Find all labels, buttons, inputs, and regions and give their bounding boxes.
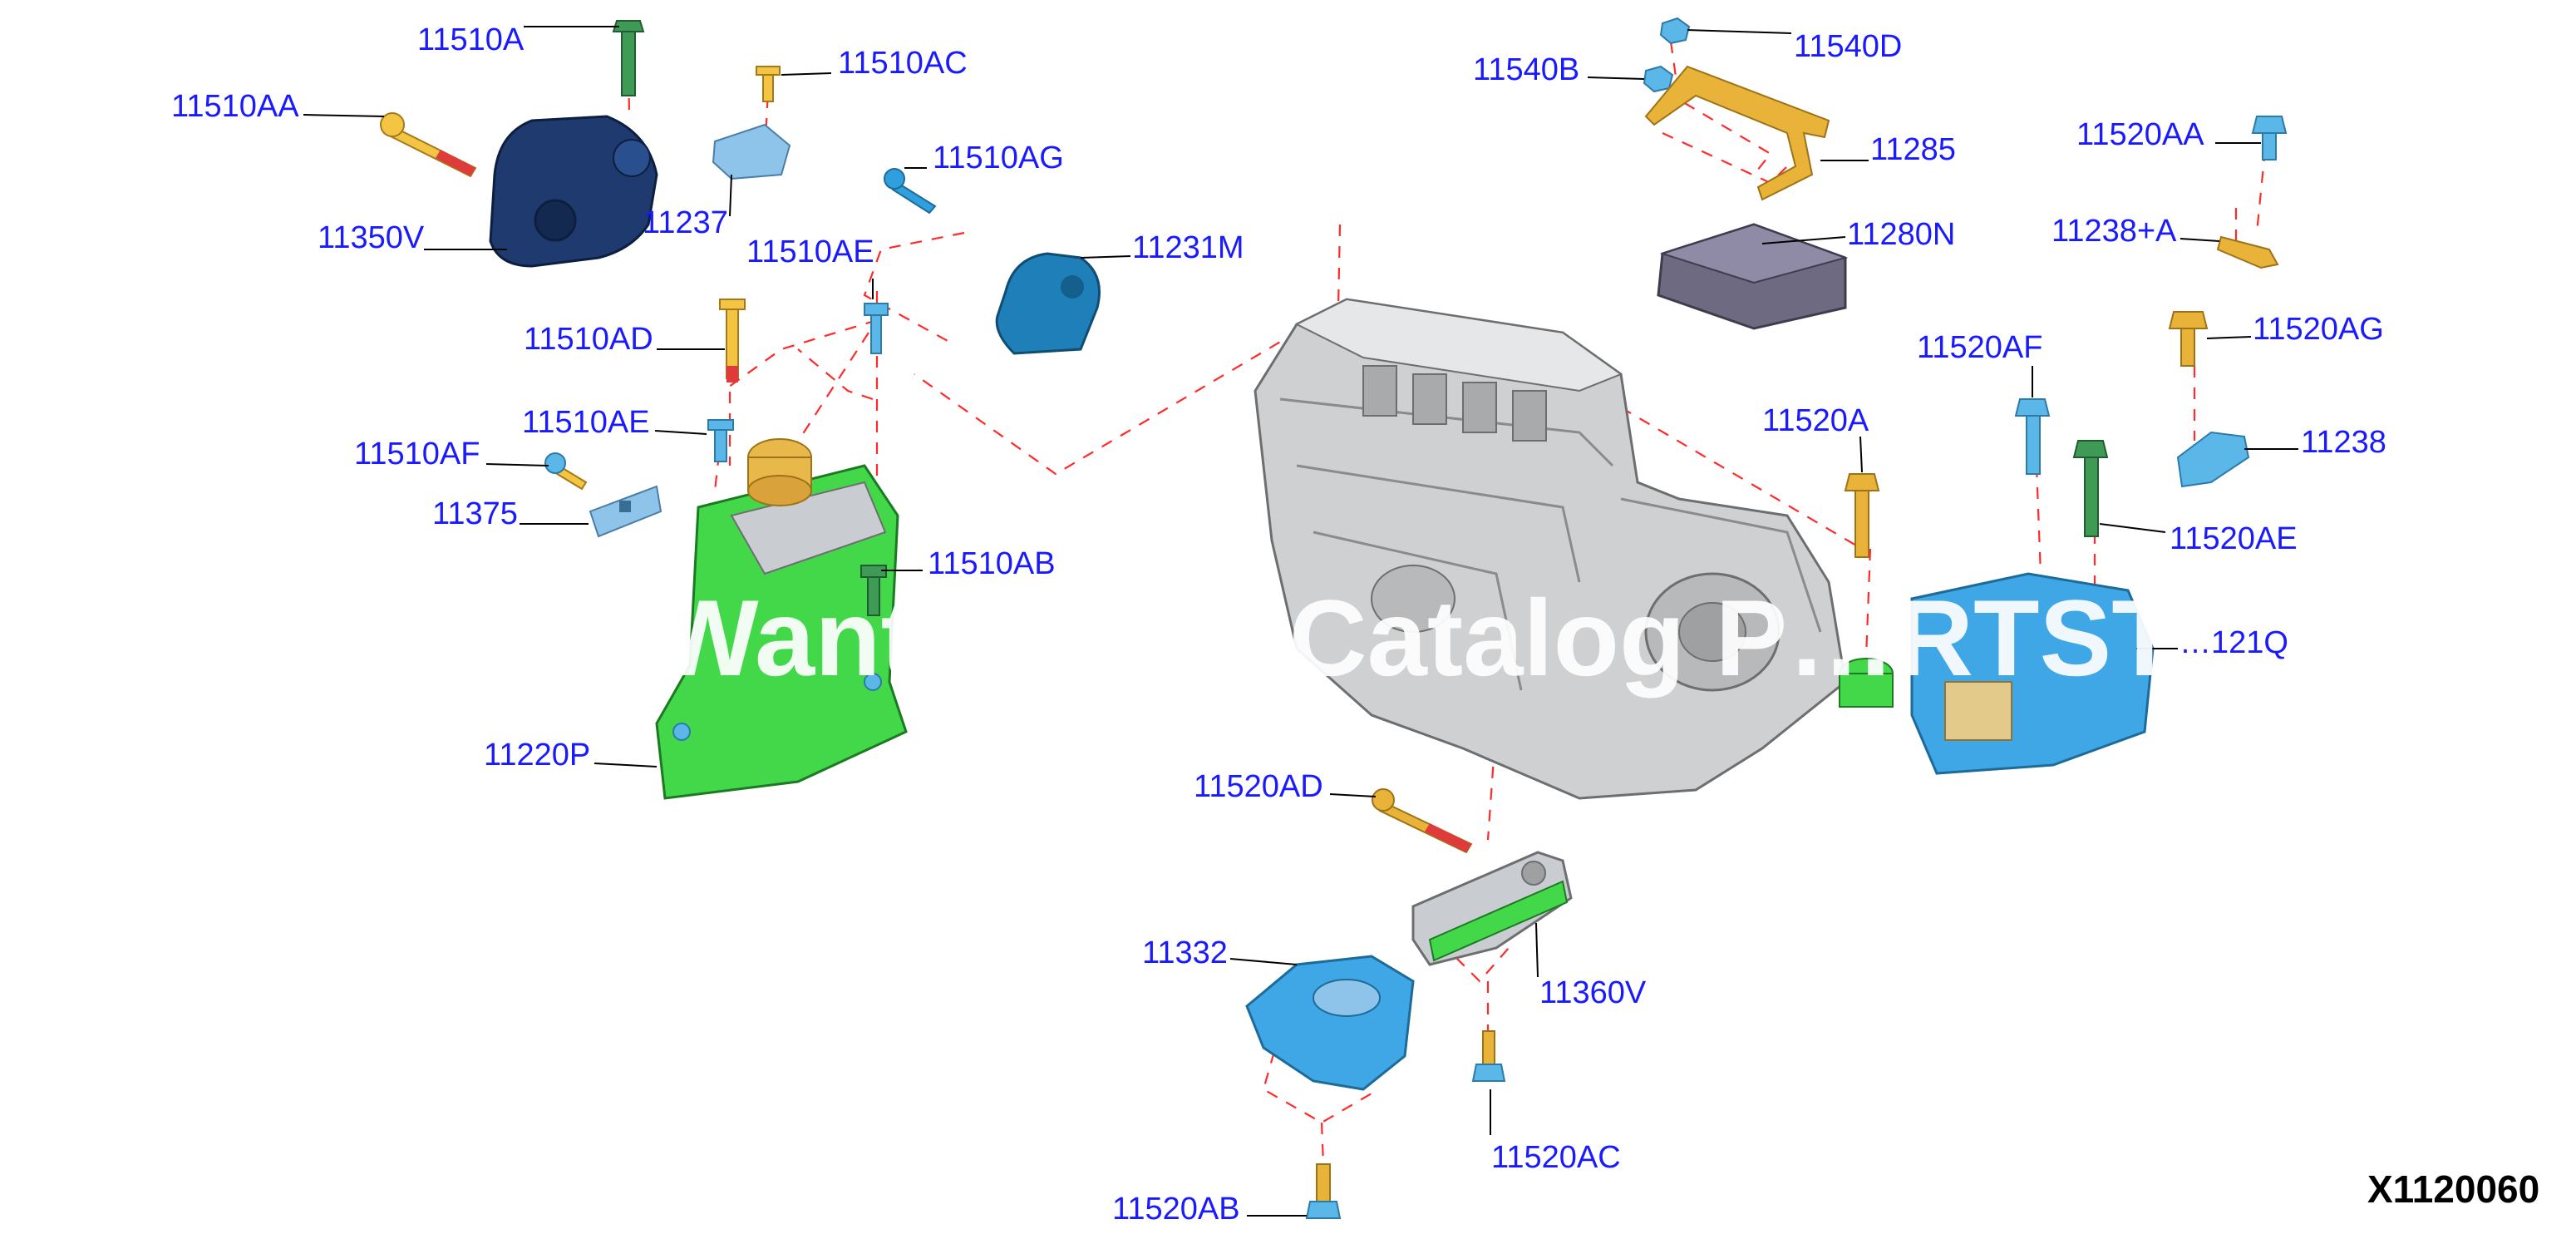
bracket-11237-drawing: [712, 123, 791, 180]
mount-11121Q-drawing: [1839, 572, 2155, 775]
bolt-11510AD-drawing: [719, 299, 746, 383]
callout-11510AG[interactable]: 11510AG: [933, 141, 1064, 175]
bolt-11520AC-drawing: [1471, 1030, 1506, 1082]
callout-11510AA[interactable]: 11510AA: [171, 89, 299, 124]
callout-11520AD[interactable]: 11520AD: [1194, 769, 1323, 804]
callout-11510AE-top[interactable]: 11510AE: [746, 234, 874, 269]
callout-11510AB[interactable]: 11510AB: [928, 546, 1056, 581]
callout-11350V[interactable]: 11350V: [318, 220, 425, 255]
callout-11121Q[interactable]: …121Q: [2180, 625, 2288, 660]
callout-11238[interactable]: 11238: [2301, 425, 2386, 460]
bolt-11520AE-drawing: [2072, 440, 2109, 537]
callout-11332[interactable]: 11332: [1142, 935, 1228, 970]
leader-lines: [303, 26, 2298, 1217]
mount-11360V-drawing: [1411, 851, 1573, 966]
bracket-11238-drawing: [2176, 431, 2250, 488]
callout-11375[interactable]: 11375: [432, 496, 518, 531]
module-11280N-drawing: [1657, 223, 1849, 330]
bracket-11238A-drawing: [2216, 235, 2279, 269]
bolt-11510AE-drawing: [707, 419, 734, 462]
callout-11360V[interactable]: 11360V: [1539, 975, 1647, 1010]
callout-labels: 11510A 11510AA 11510AC 11350V 11237 1151…: [171, 22, 2386, 1227]
callout-11520AC[interactable]: 11520AC: [1491, 1140, 1621, 1175]
callout-11520AA[interactable]: 11520AA: [2076, 117, 2204, 152]
bolt-11520AA-drawing: [2251, 116, 2288, 160]
callout-11520A[interactable]: 11520A: [1762, 403, 1869, 438]
bolt-11520A-drawing: [1844, 473, 1880, 558]
callout-11510A[interactable]: 11510A: [417, 22, 525, 57]
bolt-11510AE-top-drawing: [864, 303, 889, 354]
bolt-11510AF-drawing: [544, 452, 588, 491]
callout-11540B[interactable]: 11540B: [1473, 52, 1579, 87]
callout-11285[interactable]: 11285: [1870, 132, 1956, 167]
bolt-11520AF-drawing: [2014, 398, 2051, 475]
callout-11520AB[interactable]: 11520AB: [1112, 1192, 1240, 1227]
callout-11220P[interactable]: 11220P: [484, 738, 590, 772]
bolt-11510AB-drawing: [860, 565, 887, 616]
callout-11510AC[interactable]: 11510AC: [838, 46, 968, 81]
callout-11520AF[interactable]: 11520AF: [1917, 330, 2042, 365]
callout-11510AF[interactable]: 11510AF: [354, 437, 480, 471]
mount-11332-drawing: [1245, 955, 1415, 1091]
bolt-11510AG-drawing: [884, 168, 937, 215]
bracket-11375-drawing: [589, 485, 662, 538]
callout-11238-plus-a[interactable]: 11238+A: [2051, 214, 2177, 249]
callout-11520AE[interactable]: 11520AE: [2170, 521, 2298, 556]
bolt-11520AG-drawing: [2168, 311, 2209, 367]
bolt-11520AD-drawing: [1372, 788, 1473, 854]
nut-11540B-drawing: [1643, 65, 1674, 93]
diagram-code: X1120060: [2367, 1167, 2539, 1211]
bolt-11510A-drawing: [612, 20, 645, 96]
bolt-11510AC-drawing: [756, 66, 781, 102]
callout-11520AG[interactable]: 11520AG: [2253, 312, 2384, 347]
part-drawings: [380, 17, 2288, 1219]
nut-11540D-drawing: [1659, 17, 1691, 45]
watermark-text: Want… …ts Catalog P…RTST…: [657, 577, 2286, 698]
callout-11280N[interactable]: 11280N: [1847, 217, 1955, 252]
mount-11350V-drawing: [489, 115, 658, 268]
callout-11510AE[interactable]: 11510AE: [522, 405, 650, 440]
engine-assembly-drawing: [1254, 298, 1847, 800]
bracket-11285-drawing: [1644, 65, 1830, 201]
callout-11231M[interactable]: 11231M: [1132, 230, 1244, 265]
callout-11510AD[interactable]: 11510AD: [524, 322, 653, 357]
mount-11220P-drawing: [655, 438, 908, 800]
callout-11237[interactable]: 11237: [643, 205, 728, 240]
mount-11231M-drawing: [995, 252, 1101, 355]
bolt-11510AA-drawing: [380, 112, 477, 178]
bolt-11520AB-drawing: [1305, 1163, 1342, 1219]
callout-11540D[interactable]: 11540D: [1794, 29, 1902, 64]
